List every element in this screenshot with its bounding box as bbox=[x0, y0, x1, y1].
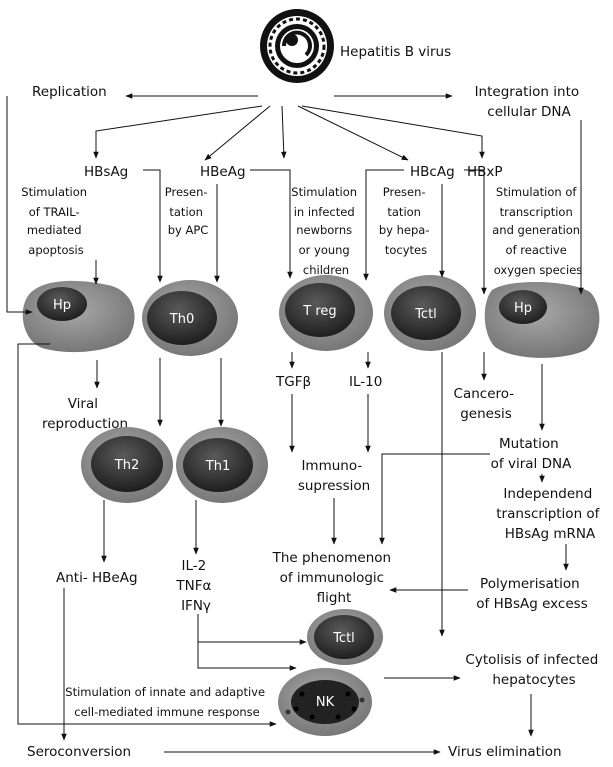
arrow-to-center bbox=[280, 105, 287, 159]
transcription-ros-text: Stimulation of transcription and generat… bbox=[492, 185, 584, 277]
th0-cell: Th0 bbox=[142, 280, 238, 356]
th0-label: Th0 bbox=[169, 312, 194, 327]
nk-label: NK bbox=[316, 695, 335, 710]
immunosupression-text: Immuno- supression bbox=[298, 458, 370, 494]
replication-loop bbox=[6, 96, 33, 315]
tgfb-label: TGFβ bbox=[275, 374, 311, 390]
seroconversion-label: Seroconversion bbox=[27, 744, 131, 760]
arrow-hbsag-th0 bbox=[143, 169, 163, 283]
hp-right-label: Hp bbox=[514, 301, 532, 316]
connector-arrows bbox=[6, 93, 584, 755]
newborns-text: Stimulation in infected newborns or youn… bbox=[291, 185, 360, 277]
th1-label: Th1 bbox=[205, 459, 230, 474]
hepatitis-b-virus-icon bbox=[260, 9, 334, 83]
viral-reproduction-text: Viral reproduction bbox=[42, 396, 128, 432]
il10-label: IL-10 bbox=[349, 374, 382, 390]
replication-label: Replication bbox=[32, 84, 107, 100]
arrow-to-hbsag bbox=[93, 105, 263, 159]
hp-left-label: Hp bbox=[53, 298, 71, 313]
cytokines-text: IL-2 TNFα IFNγ bbox=[175, 558, 215, 614]
th2-label: Th2 bbox=[114, 458, 139, 473]
carcinogenesis-text: Cancero- genesis bbox=[454, 386, 519, 422]
independent-transcription-text: Independend transcription of HBsAg mRNA bbox=[496, 486, 603, 542]
anti-hbeag-label: Anti- HBeAg bbox=[56, 570, 138, 586]
hbsag-label: HBsAg bbox=[84, 164, 128, 180]
arrow-cytokines-cytolysis bbox=[197, 642, 297, 671]
arrow-to-hbxp bbox=[301, 105, 485, 159]
mutation-text: Mutation of viral DNA bbox=[491, 436, 572, 472]
immunologic-flight-text: The phenomenon of immunologic flight bbox=[272, 550, 396, 606]
presentation-apc-text: Presen- tation by APC bbox=[165, 185, 211, 237]
tctl-top-label: Tctl bbox=[414, 307, 437, 322]
arrow-cytokines-tctl bbox=[197, 614, 307, 645]
hbeag-label: HBeAg bbox=[200, 164, 246, 180]
presentation-hepatocytes-text: Presen- tation by hepa- tocytes bbox=[379, 185, 433, 257]
th1-cell: Th1 bbox=[176, 427, 268, 503]
arrow-mutation-flight bbox=[379, 453, 490, 545]
title-text: Hepatitis B virus bbox=[340, 44, 451, 60]
th2-cell: Th2 bbox=[81, 427, 173, 503]
arrow-to-hbeag bbox=[204, 105, 271, 161]
arrow-hbeag-treg bbox=[250, 169, 293, 279]
tctl-top-cell: Tctl bbox=[384, 275, 476, 351]
trail-apoptosis-text: Stimulation of TRAIL- mediated apoptosis bbox=[21, 185, 90, 257]
arrow-hp-nk-loop bbox=[17, 343, 277, 727]
polymerisation-text: Polymerisation of HBsAg excess bbox=[476, 576, 587, 612]
treg-cell: T reg bbox=[279, 275, 373, 351]
virus-elimination-label: Virus elimination bbox=[448, 744, 562, 760]
hbcag-label: HBcAg bbox=[410, 164, 455, 180]
arrow-hbcag-treg bbox=[363, 169, 404, 281]
tctl-bottom-label: Tctl bbox=[332, 631, 355, 646]
arrow-hbcag-hp bbox=[464, 169, 487, 295]
arrow-to-hbcag bbox=[297, 105, 409, 161]
cytolysis-text: Cytolisis of infected hepatocytes bbox=[465, 652, 602, 688]
hepatocyte-left-cell: Hp bbox=[22, 280, 135, 353]
hbxp-label: HBxP bbox=[467, 164, 503, 180]
nk-cell: NK bbox=[278, 668, 372, 736]
immune-response-text: Stimulation of innate and adaptive cell-… bbox=[65, 685, 268, 719]
hepatocyte-right-cell: Hp bbox=[484, 281, 600, 358]
integration-label: Integration into cellular DNA bbox=[475, 84, 584, 120]
tctl-bottom-cell: Tctl bbox=[307, 609, 383, 665]
treg-label: T reg bbox=[302, 304, 336, 319]
